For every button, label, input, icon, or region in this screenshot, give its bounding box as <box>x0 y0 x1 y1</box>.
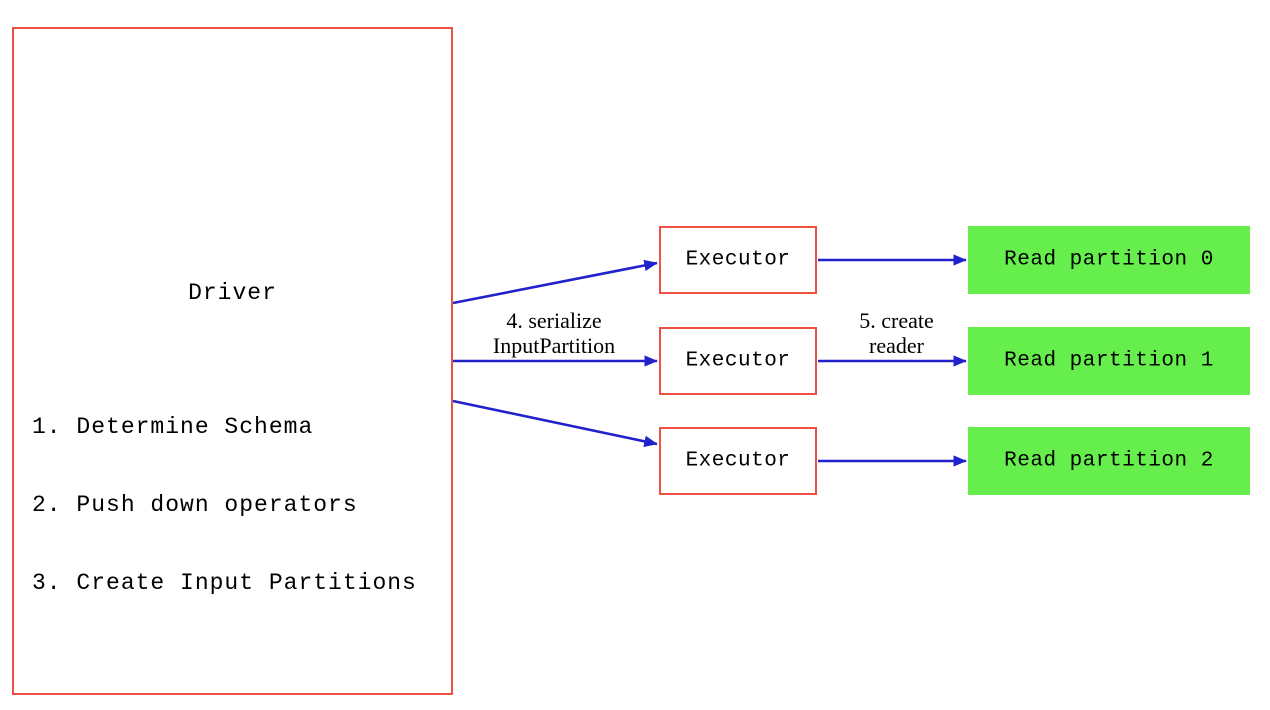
edge-label-serialize-line-2: InputPartition <box>492 333 616 358</box>
edge-label-create-reader-line-1: 5. create <box>859 308 934 333</box>
driver-steps-list: 1. Determine Schema 2. Push down operato… <box>32 362 417 648</box>
read-partition-label-2: Read partition 2 <box>1004 449 1214 473</box>
driver-title: Driver <box>188 280 277 306</box>
executor-box-0: Executor <box>659 226 817 294</box>
edge-label-create-reader-line-2: reader <box>869 333 924 358</box>
read-partition-box-1: Read partition 1 <box>968 327 1250 395</box>
read-partition-box-2: Read partition 2 <box>968 427 1250 495</box>
executor-box-1: Executor <box>659 327 817 395</box>
edge-label-serialize-line-1: 4. serialize <box>506 308 602 333</box>
driver-step-1: 1. Determine Schema <box>32 414 314 440</box>
read-partition-label-0: Read partition 0 <box>1004 248 1214 272</box>
driver-box: Driver 1. Determine Schema 2. Push down … <box>12 27 453 695</box>
executor-box-2: Executor <box>659 427 817 495</box>
executor-label-1: Executor <box>685 349 791 373</box>
executor-label-0: Executor <box>685 248 791 272</box>
edge-label-serialize-input-partition: 4. serialize InputPartition <box>464 308 644 358</box>
executor-label-2: Executor <box>685 449 791 473</box>
driver-step-2: 2. Push down operators <box>32 492 358 518</box>
driver-step-3: 3. Create Input Partitions <box>32 570 417 596</box>
read-partition-label-1: Read partition 1 <box>1004 349 1214 373</box>
edge-label-create-reader: 5. create reader <box>824 308 969 358</box>
driver-to-executor-0 <box>452 259 658 305</box>
driver-to-executor-2 <box>452 399 658 447</box>
read-partition-box-0: Read partition 0 <box>968 226 1250 294</box>
